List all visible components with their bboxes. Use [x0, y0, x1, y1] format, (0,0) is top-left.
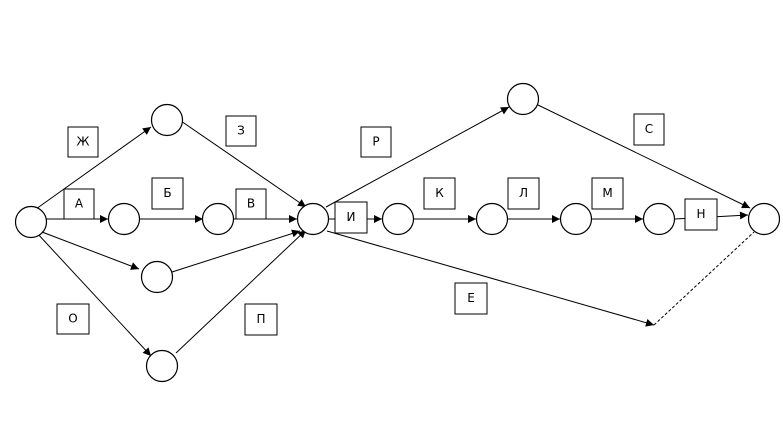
- label-n: Н: [684, 198, 718, 231]
- label-l-box: [507, 177, 540, 210]
- label-o-box: [56, 303, 90, 335]
- label-e-box: [454, 282, 488, 315]
- label-s-box: [633, 113, 665, 146]
- node-after-i: [381, 202, 415, 236]
- edge-p: [175, 229, 307, 354]
- label-r: Р: [360, 126, 392, 158]
- node-top-right: [506, 82, 540, 116]
- edge-zh: [35, 126, 152, 210]
- label-r-box: [360, 126, 392, 158]
- label-b-text: Б: [163, 186, 171, 200]
- label-e: Е: [454, 282, 488, 315]
- node-top-left: [150, 103, 184, 137]
- label-v-text: В: [247, 197, 255, 211]
- label-l-text: Л: [519, 186, 528, 200]
- label-a-box: [63, 188, 95, 220]
- node-after-l: [559, 202, 593, 236]
- label-k: К: [423, 177, 456, 210]
- label-i-box: [334, 201, 368, 234]
- label-zh: Ж: [67, 126, 99, 158]
- label-m-box: [591, 177, 624, 210]
- edge-r: [325, 106, 510, 208]
- label-o: О: [56, 303, 90, 335]
- label-p-box: [244, 303, 278, 336]
- label-m: М: [591, 177, 624, 210]
- label-r-text: Р: [372, 135, 379, 149]
- label-i: И: [334, 201, 368, 234]
- label-l: Л: [507, 177, 540, 210]
- label-b: Б: [151, 177, 184, 210]
- label-z-box: [225, 115, 257, 147]
- label-p-text: П: [256, 312, 265, 326]
- edge-dummy: [653, 231, 755, 326]
- node-end: [747, 202, 781, 236]
- node-hub: [296, 202, 330, 236]
- label-n-box: [684, 198, 718, 231]
- node-after-b: [201, 202, 235, 236]
- node-start: [14, 205, 48, 239]
- label-s: С: [633, 113, 665, 146]
- labels: Ж З Р С А Б В И: [56, 113, 718, 336]
- label-v-box: [235, 188, 267, 220]
- edge-o: [35, 231, 152, 357]
- label-i-text: И: [347, 210, 356, 224]
- label-s-text: С: [645, 122, 653, 136]
- label-v: В: [235, 188, 267, 220]
- label-k-box: [423, 177, 456, 210]
- label-p: П: [244, 303, 278, 336]
- node-after-a: [107, 202, 141, 236]
- nodes: [14, 82, 781, 383]
- edge-s: [537, 104, 751, 209]
- label-m-text: М: [602, 186, 612, 200]
- label-b-box: [151, 177, 184, 210]
- label-z: З: [225, 115, 257, 147]
- label-a-text: А: [75, 197, 84, 211]
- edge-z: [180, 120, 307, 208]
- label-zh-box: [67, 126, 99, 158]
- node-bottom-left: [145, 349, 179, 383]
- label-k-text: К: [435, 186, 444, 200]
- node-middle-left: [140, 260, 174, 294]
- node-after-m: [642, 202, 676, 236]
- edge-e: [326, 230, 655, 327]
- label-e-text: Е: [467, 291, 475, 305]
- label-z-text: З: [237, 124, 245, 138]
- label-n-text: Н: [696, 207, 705, 221]
- label-o-text: О: [68, 312, 77, 326]
- edge-from-middle-node: [171, 229, 301, 273]
- label-zh-text: Ж: [77, 135, 90, 149]
- node-after-k: [475, 202, 509, 236]
- label-a: А: [63, 188, 95, 220]
- edge-to-middle-node: [41, 231, 140, 270]
